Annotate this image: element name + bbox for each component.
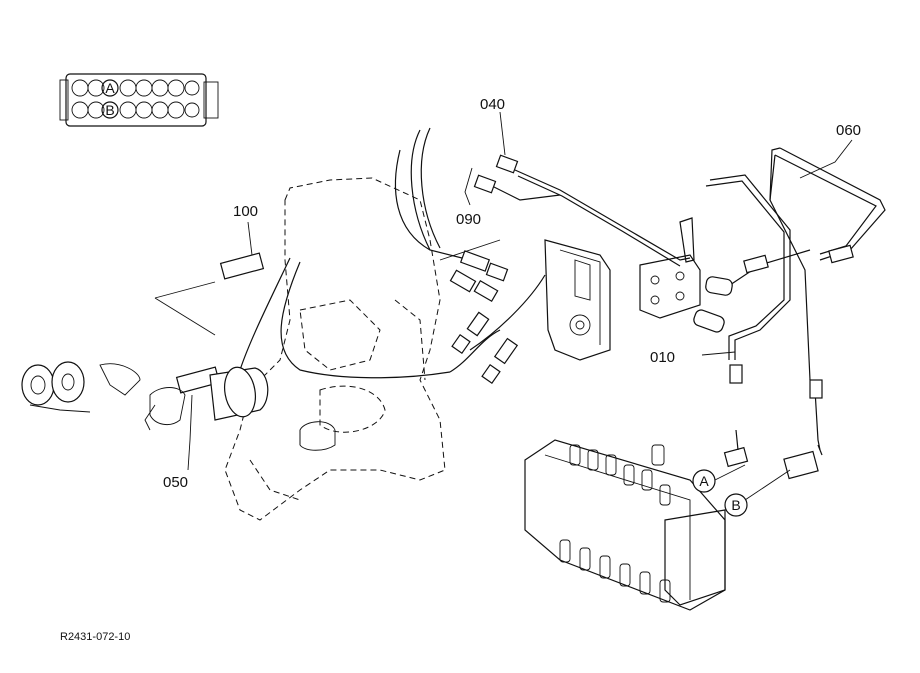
port-key-inset: A B [59,73,219,127]
steel-pipes [489,147,886,451]
inset-label-b: B [105,102,114,118]
circled-marker-a: A [692,469,716,493]
hose-lines [214,127,546,381]
marker-b-label: B [731,497,740,513]
callout-010: 010 [650,349,675,366]
circled-marker-b: B [724,493,748,517]
inset-label-a: A [105,80,115,96]
machine-frame-outline [224,177,446,521]
callout-050: 050 [163,474,188,491]
cylinder-050 [144,366,269,431]
leader-lines [154,111,853,501]
reference-number: R2431-072-10 [60,631,130,643]
callout-100: 100 [233,203,258,220]
pilot-valve-assembly [544,217,733,361]
callout-040: 040 [480,96,505,113]
marker-a-label: A [699,473,709,489]
fittings [175,154,854,399]
control-valve-block [524,429,823,611]
callout-090: 090 [456,211,481,228]
cap-part [21,361,141,413]
callout-060: 060 [836,122,861,139]
